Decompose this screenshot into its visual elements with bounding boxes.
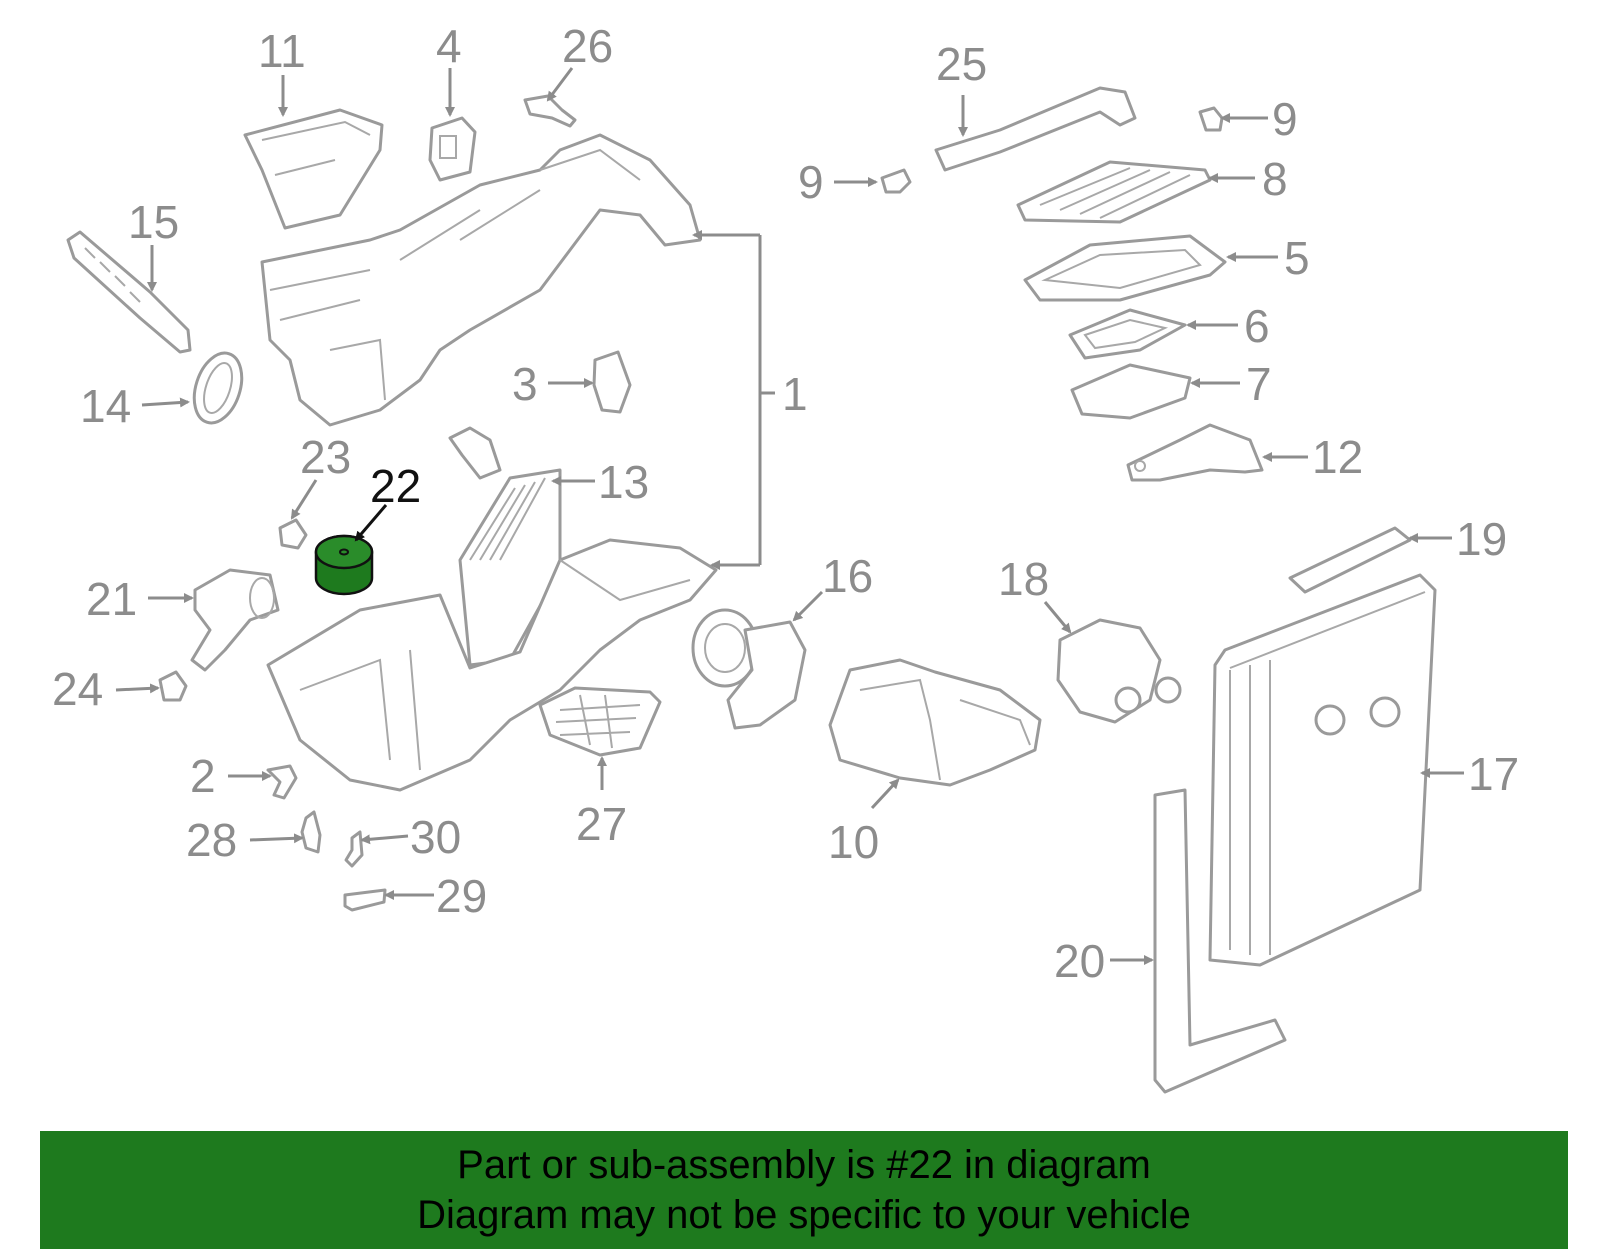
part-17-heater-core: [1208, 573, 1437, 967]
part-12-bracket: [1126, 423, 1264, 482]
part-25-bracket: [934, 86, 1137, 172]
part-1-upper-housing: [260, 133, 702, 427]
callout-14: 14: [80, 380, 131, 432]
callout-26: 26: [562, 20, 613, 72]
callout-15: 15: [128, 196, 179, 248]
callout-22: 22: [370, 460, 421, 512]
callout-17: 17: [1468, 748, 1519, 800]
callout-11: 11: [258, 25, 306, 77]
part-20-seal: [1153, 788, 1287, 1094]
banner-line-1: Part or sub-assembly is #22 in diagram: [457, 1143, 1151, 1187]
part-29-strap: [343, 888, 387, 912]
callout-6: 6: [1244, 300, 1270, 352]
part-14-grommet: [192, 351, 244, 425]
callout-9-upper: 9: [1272, 93, 1298, 145]
part-2-clip: [266, 764, 298, 800]
part-16-blower-motor: [691, 608, 807, 730]
part-6-seal: [1068, 308, 1187, 360]
part-18-blower-housing: [1056, 618, 1182, 724]
callout-25: 25: [936, 38, 987, 90]
callout-5: 5: [1284, 232, 1310, 284]
callout-1: 1: [782, 368, 808, 420]
part-9-clip-upper: [1198, 106, 1224, 132]
callout-13: 13: [598, 456, 649, 508]
callout-19: 19: [1456, 513, 1507, 565]
info-banner: Part or sub-assembly is #22 in diagram D…: [40, 1131, 1568, 1249]
part-28-clip: [300, 810, 322, 854]
part-27-grille: [538, 686, 662, 757]
part-19-seal-strip: [1288, 526, 1412, 594]
callout-30: 30: [410, 811, 461, 863]
callout-9-lower: 9: [798, 156, 824, 208]
callout-2: 2: [190, 750, 216, 802]
part-9-clip-lower: [880, 168, 912, 194]
callout-16: 16: [822, 550, 873, 602]
part-11-duct: [243, 108, 384, 230]
part-5-filter-frame: [1023, 234, 1227, 302]
part-22-foam-pad: [314, 534, 374, 596]
callout-29: 29: [436, 870, 487, 922]
part-30-clip: [344, 830, 364, 868]
callout-3: 3: [512, 358, 538, 410]
banner-line-2: Diagram may not be specific to your vehi…: [417, 1193, 1191, 1237]
part-24-nut: [158, 670, 188, 702]
part-23-grommet: [278, 518, 308, 550]
part-3-actuator: [592, 350, 632, 414]
callout-21: 21: [86, 573, 137, 625]
leader-lines: [115, 67, 1464, 965]
part-21-duct: [190, 568, 280, 672]
callout-20: 20: [1054, 935, 1105, 987]
part-4-sensor: [428, 116, 477, 182]
part-7-gasket: [1070, 363, 1192, 420]
callout-28: 28: [186, 814, 237, 866]
callout-23: 23: [300, 431, 351, 483]
part-8-cabin-filter: [1016, 160, 1212, 224]
callout-18: 18: [998, 553, 1049, 605]
callout-4: 4: [436, 20, 462, 72]
callout-24: 24: [52, 663, 103, 715]
callout-7: 7: [1246, 358, 1272, 410]
callout-27: 27: [576, 798, 627, 850]
callout-12: 12: [1312, 431, 1363, 483]
part-26-clip: [523, 94, 577, 128]
callout-8: 8: [1262, 153, 1288, 205]
part-10-blend-door-box: [828, 658, 1042, 787]
part-15-sensor-wire: [66, 230, 192, 354]
part-1-lower-housing: [266, 538, 718, 792]
callout-10: 10: [828, 816, 879, 868]
